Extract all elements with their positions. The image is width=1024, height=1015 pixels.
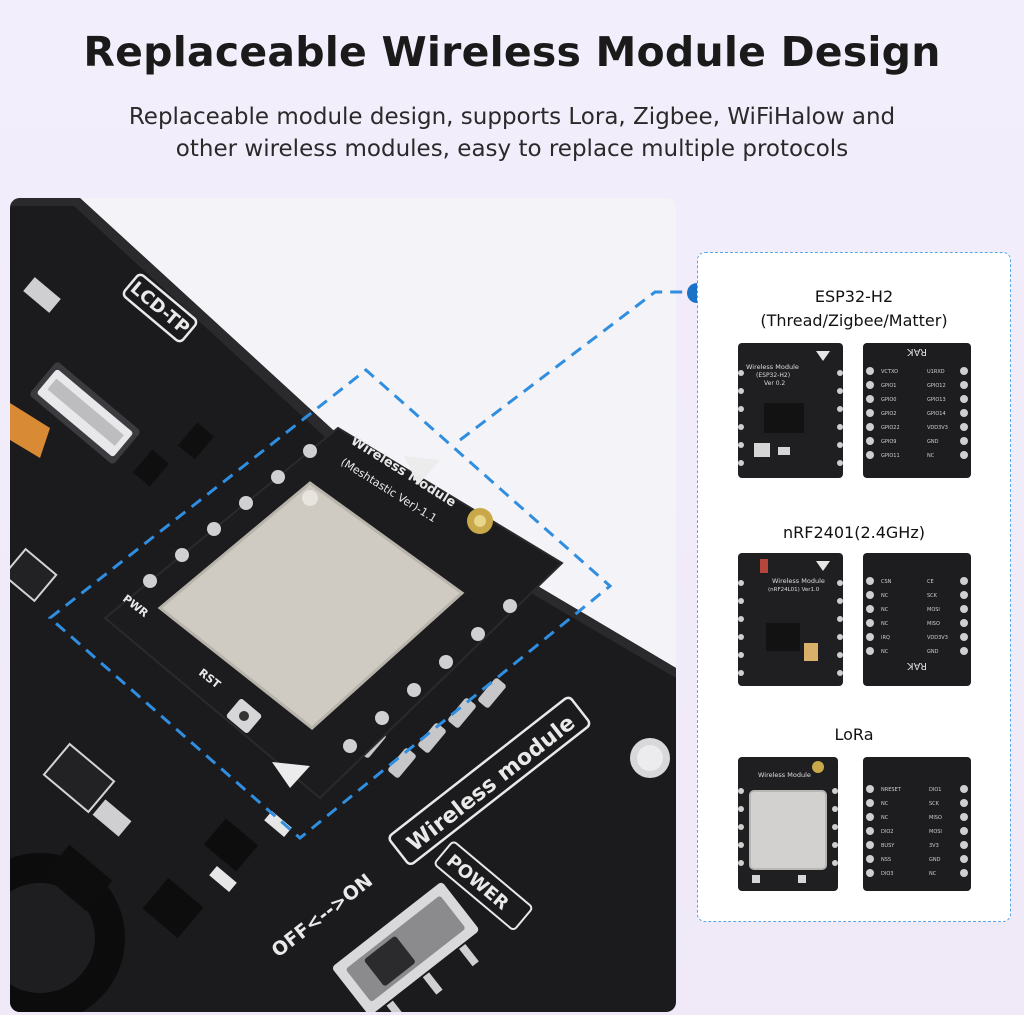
svg-text:Wireless Module: Wireless Module: [772, 577, 825, 585]
svg-text:GPIO22: GPIO22: [881, 425, 900, 431]
esp32-front-image: Wireless Module (ESP32-H2) Ver 0.2: [738, 343, 843, 478]
svg-text:NC: NC: [881, 815, 889, 821]
svg-text:3V3: 3V3: [929, 843, 939, 849]
svg-text:NC: NC: [929, 871, 937, 877]
svg-text:Ver 0.2: Ver 0.2: [764, 380, 785, 387]
svg-text:VCTXO: VCTXO: [881, 369, 898, 375]
svg-text:GND: GND: [927, 439, 939, 445]
module-options-card: ESP32-H2 (Thread/Zigbee/Matter) Wireless…: [697, 252, 1011, 922]
svg-text:GPIO2: GPIO2: [881, 411, 896, 417]
subtitle-line-1: Replaceable module design, supports Lora…: [128, 104, 896, 130]
svg-text:IRQ: IRQ: [881, 635, 890, 641]
svg-text:NC: NC: [881, 607, 889, 613]
svg-text:NC: NC: [881, 801, 889, 807]
svg-text:GND: GND: [929, 857, 941, 863]
svg-text:GND: GND: [927, 649, 939, 655]
smd-components: [10, 277, 292, 939]
svg-text:VDD3V3: VDD3V3: [927, 425, 948, 431]
svg-text:GPIO12: GPIO12: [927, 383, 946, 389]
svg-text:Wireless Module: Wireless Module: [758, 771, 811, 779]
lora-back-image: NRESET NC NC DIO2 BUSY NSS DIO3 DIO1 SCK…: [863, 757, 971, 891]
svg-text:MOSI: MOSI: [927, 607, 940, 613]
svg-text:NSS: NSS: [881, 857, 891, 863]
page-title: Replaceable Wireless Module Design: [83, 28, 941, 76]
nrf-back-image: CSN NC NC NC IRQ NC CE SCK MOSI MISO VDD…: [863, 553, 971, 686]
svg-text:GPIO14: GPIO14: [927, 411, 946, 417]
svg-text:(ESP32-H2): (ESP32-H2): [756, 372, 790, 379]
svg-text:SCK: SCK: [927, 593, 938, 599]
svg-text:MISO: MISO: [929, 815, 942, 821]
svg-text:BUSY: BUSY: [881, 843, 895, 849]
svg-text:GPIO11: GPIO11: [881, 453, 900, 459]
svg-text:U1RXD: U1RXD: [927, 369, 945, 375]
svg-text:MISO: MISO: [927, 621, 940, 627]
esp32-subtitle: (Thread/Zigbee/Matter): [760, 311, 948, 330]
svg-text:CSN: CSN: [881, 579, 892, 585]
svg-text:MOSI: MOSI: [929, 829, 942, 835]
esp32-back-image: RAK VCTXO GPIO1 GPIO0 GPIO2 GPIO22 GPIO9…: [863, 343, 971, 478]
svg-text:RAK: RAK: [907, 346, 927, 357]
svg-text:RAK: RAK: [907, 660, 927, 671]
module-highlight-box: [47, 368, 613, 840]
esp32-title: ESP32-H2: [814, 287, 894, 306]
svg-text:GPIO9: GPIO9: [881, 439, 896, 445]
svg-text:NC: NC: [881, 621, 889, 627]
lora-title: LoRa: [834, 725, 874, 744]
svg-text:GPIO13: GPIO13: [927, 397, 946, 403]
svg-text:DIO1: DIO1: [929, 787, 941, 793]
board-photo: LCD-TP: [10, 198, 676, 1012]
svg-text:NRESET: NRESET: [881, 787, 902, 793]
svg-text:DIO3: DIO3: [881, 871, 893, 877]
svg-text:NC: NC: [927, 453, 935, 459]
svg-text:NC: NC: [881, 593, 889, 599]
svg-text:DIO2: DIO2: [881, 829, 893, 835]
svg-text:NC: NC: [881, 649, 889, 655]
svg-text:Wireless Module: Wireless Module: [746, 363, 799, 371]
nrf-front-image: Wireless Module (nRF24L01) Ver1.0: [738, 553, 843, 686]
svg-text:(nRF24L01) Ver1.0: (nRF24L01) Ver1.0: [768, 587, 820, 593]
svg-text:VDD3V3: VDD3V3: [927, 635, 948, 641]
subtitle-line-2: other wireless modules, easy to replace …: [175, 136, 849, 162]
svg-text:GPIO0: GPIO0: [881, 397, 896, 403]
svg-text:SCK: SCK: [929, 801, 940, 807]
nrf-title: nRF2401(2.4GHz): [783, 523, 925, 542]
lora-front-image: Wireless Module: [738, 757, 838, 891]
svg-text:GPIO1: GPIO1: [881, 383, 896, 389]
svg-text:CE: CE: [927, 579, 934, 585]
